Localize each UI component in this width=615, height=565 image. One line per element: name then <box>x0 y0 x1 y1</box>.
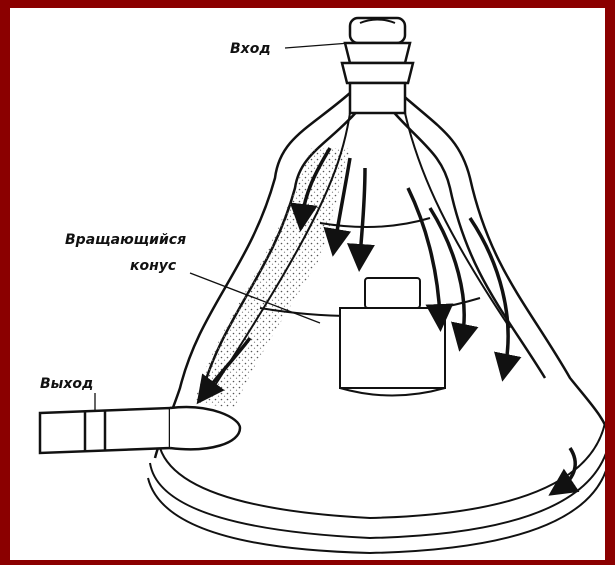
outlet-tube <box>40 407 240 453</box>
central-cylinder <box>340 278 445 396</box>
label-outlet: Выход <box>40 376 93 392</box>
flow-arrow <box>560 448 575 488</box>
bowl-diagram: Вход Вращающийся конус Выход <box>10 8 605 560</box>
inlet-leader <box>285 43 350 48</box>
figure-panel: Вход Вращающийся конус Выход <box>10 8 605 560</box>
flow-arrow <box>360 168 365 258</box>
label-rotating-cone-line2: конус <box>130 258 177 274</box>
label-inlet: Вход <box>230 41 271 57</box>
inlet-tube <box>342 18 413 113</box>
label-rotating-cone-line1: Вращающийся <box>65 232 186 248</box>
